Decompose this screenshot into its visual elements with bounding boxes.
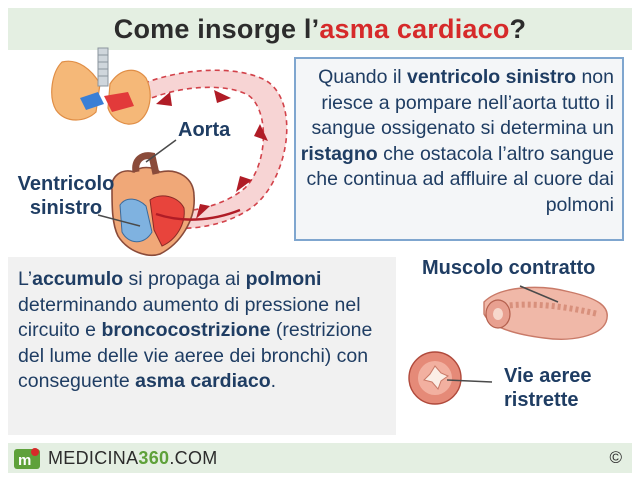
label-ventricolo-line2: sinistro — [29, 197, 103, 219]
muscle-pointer — [519, 285, 559, 303]
explanation-bold-1: accumulo — [32, 268, 124, 290]
explanation-bold-4: asma cardiaco — [135, 370, 271, 392]
explanation-text-4: (restrizione del lume delle vie aeree de… — [18, 319, 373, 392]
footer: m MEDICINA360.COM © — [8, 443, 632, 473]
airway-pointer — [446, 379, 493, 383]
heart-chamber-blue — [119, 198, 153, 243]
explanation-text-5: . — [270, 370, 277, 392]
label-vie-line1: Vie aeree — [504, 365, 592, 387]
explanation-text-1: L’ — [18, 268, 33, 290]
info-bold-2: ristagno — [300, 142, 378, 165]
label-vie-aeree-ristrette: Vie aeree ristrette — [504, 364, 592, 412]
info-text-3: che ostacola l’altro sangue che continua… — [306, 142, 614, 216]
heart-chamber-red — [149, 195, 185, 247]
info-text-1: Quando il — [318, 66, 407, 88]
explanation-bold-3: broncocostrizione — [101, 319, 271, 341]
info-box: Quando il ventricolo sinistro non riesce… — [294, 57, 624, 241]
aorta-vessel — [132, 152, 160, 175]
trachea — [97, 47, 109, 87]
logo-text-c: .COM — [169, 448, 218, 468]
page-title: Come insorge l’asma cardiaco? — [114, 14, 526, 45]
explanation-bold-2: polmoni — [245, 268, 322, 290]
flow-line — [155, 208, 241, 221]
title-text: Come insorge l’ — [113, 13, 320, 44]
info-text-2: non riesce a pompare nell’aorta tutto il… — [311, 66, 614, 139]
copyright-symbol: © — [609, 448, 622, 467]
contracted-muscle — [483, 286, 608, 340]
title-bar: Come insorge l’asma cardiaco? — [8, 8, 632, 50]
lung-vessels-red — [104, 92, 134, 112]
title-highlight: asma cardiaco — [319, 13, 510, 44]
logo-text-a: MEDICINA — [48, 448, 139, 468]
label-ventricolo-line1: Ventricolo — [17, 173, 115, 195]
explanation-text-2: si propaga ai — [123, 268, 246, 290]
medicina360-logo-icon: m — [14, 448, 40, 469]
info-bold-1: ventricolo sinistro — [407, 66, 577, 88]
label-ventricolo-sinistro: Ventricolo sinistro — [10, 172, 122, 220]
aorta-pointer — [145, 139, 177, 163]
label-aorta: Aorta — [178, 119, 231, 141]
blood-flow-arrows — [156, 90, 268, 219]
label-muscolo-contratto: Muscolo contratto — [422, 257, 596, 279]
svg-text:m: m — [18, 452, 31, 469]
ventricolo-pointer — [97, 214, 141, 227]
explanation-text-3: determinando aumento di pressione nel ci… — [18, 293, 361, 342]
lung-vessels-blue — [80, 92, 104, 110]
site-logo-text[interactable]: MEDICINA360.COM — [48, 447, 218, 469]
logo-text-b: 360 — [138, 448, 170, 468]
title-question-mark: ? — [509, 13, 527, 44]
explanation-box: L’accumulo si propaga ai polmoni determi… — [8, 257, 396, 435]
lungs — [51, 60, 151, 125]
label-vie-line2: ristrette — [504, 389, 579, 411]
